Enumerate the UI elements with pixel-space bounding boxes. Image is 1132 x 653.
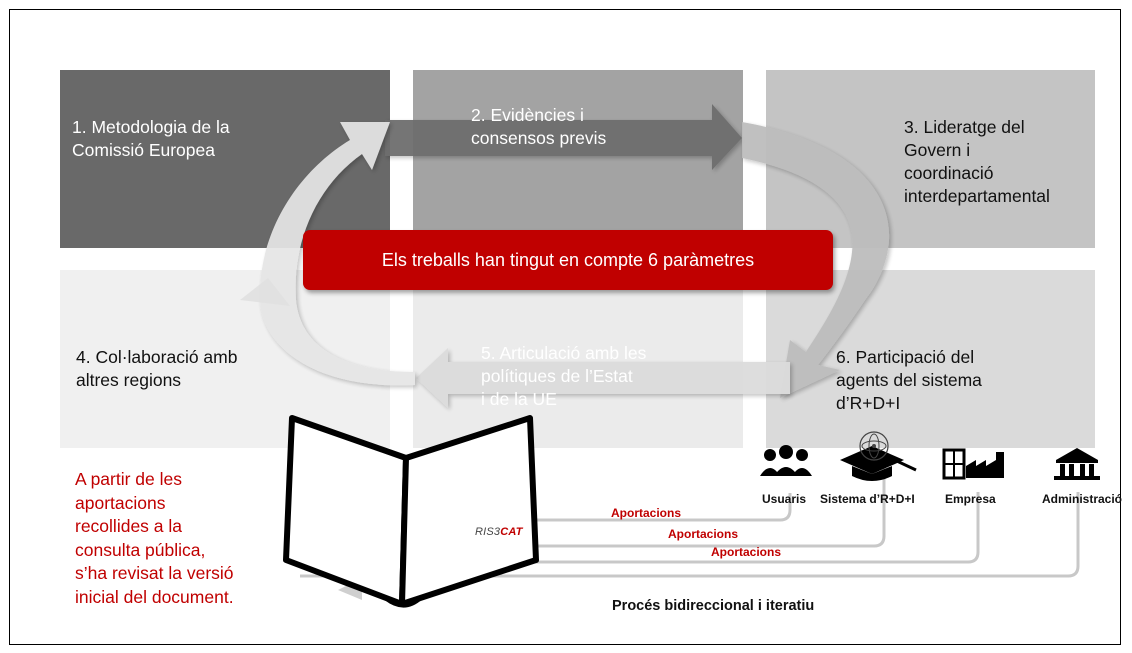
flow-line-empresa: [440, 492, 980, 564]
parameter-label-3: 3. Lideratge del Govern i coordinació in…: [904, 117, 1050, 206]
stakeholder-label-empresa: Empresa: [945, 492, 996, 506]
stakeholder-label-usuaris: Usuaris: [762, 492, 807, 506]
figure-frame: [9, 9, 1121, 645]
parameters-banner: Els treballs han tingut en compte 6 parà…: [303, 230, 833, 290]
users-icon: [760, 445, 812, 476]
flow-line-sistema: [430, 460, 886, 548]
parameter-label-5: 5. Articulació amb les polítiques de l’E…: [481, 343, 647, 409]
flow-line-administracio: [300, 492, 1080, 578]
research-icon: [840, 431, 917, 481]
cycle-arrow-right: [742, 122, 890, 398]
cycle-arrow-left-head: [240, 278, 290, 306]
flow-line-usuaris: [430, 493, 792, 522]
stakeholder-label-administracio: Administració: [1042, 492, 1123, 506]
factory-icon: [942, 448, 1004, 480]
parameter-label-4: 4. Col·laboració amb altres regions: [76, 347, 238, 390]
cycle-arrow-top: [385, 104, 742, 170]
parameter-box-2: [413, 70, 743, 248]
cycle-arrow-left: [259, 122, 415, 386]
government-building-icon: [1054, 448, 1100, 480]
parameter-box-5: [413, 270, 743, 448]
ris3cat-book-icon: [283, 415, 539, 608]
stakeholder-label-sistema: Sistema d’R+D+I: [820, 492, 915, 506]
flow-label-3: Aportacions: [711, 545, 782, 559]
consultation-note: A partir de les aportacions recollides a…: [75, 469, 234, 607]
parameter-label-2: 2. Evidències i consensos previs: [471, 105, 607, 148]
flow-label-1: Aportacions: [611, 506, 682, 520]
process-caption: Procés bidireccional i iteratiu: [612, 598, 815, 614]
parameter-label-1: 1. Metodologia de la Comissió Europea: [72, 117, 230, 160]
document-title: RIS3CAT: [475, 526, 523, 538]
flow-label-2: Aportacions: [668, 527, 739, 541]
cycle-arrow-bottom: [416, 348, 790, 408]
parameter-label-6: 6. Participació del agents del sistema d…: [836, 347, 982, 413]
